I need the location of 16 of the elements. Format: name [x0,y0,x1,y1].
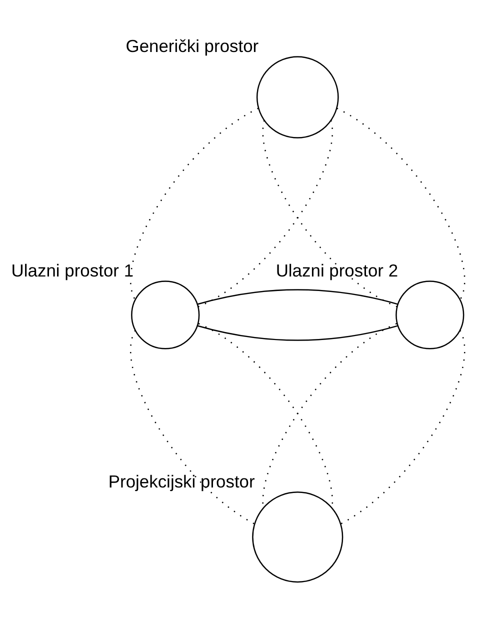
connector [336,107,465,300]
connector [198,120,333,307]
node-circle [256,56,339,138]
connector [197,288,398,304]
connector [262,120,398,307]
connector [340,330,466,524]
node-circle [131,280,200,349]
node-circle [396,280,464,349]
node-label: Generički prostor [126,35,259,56]
node-label: Ulazni prostor 1 [11,260,134,280]
node-circle [252,491,344,582]
connector [130,107,259,300]
node-label: Ulazni prostor 2 [276,260,398,280]
node-label: Projekcijski prostor [108,470,255,491]
connector [197,324,398,340]
connector [130,330,255,524]
